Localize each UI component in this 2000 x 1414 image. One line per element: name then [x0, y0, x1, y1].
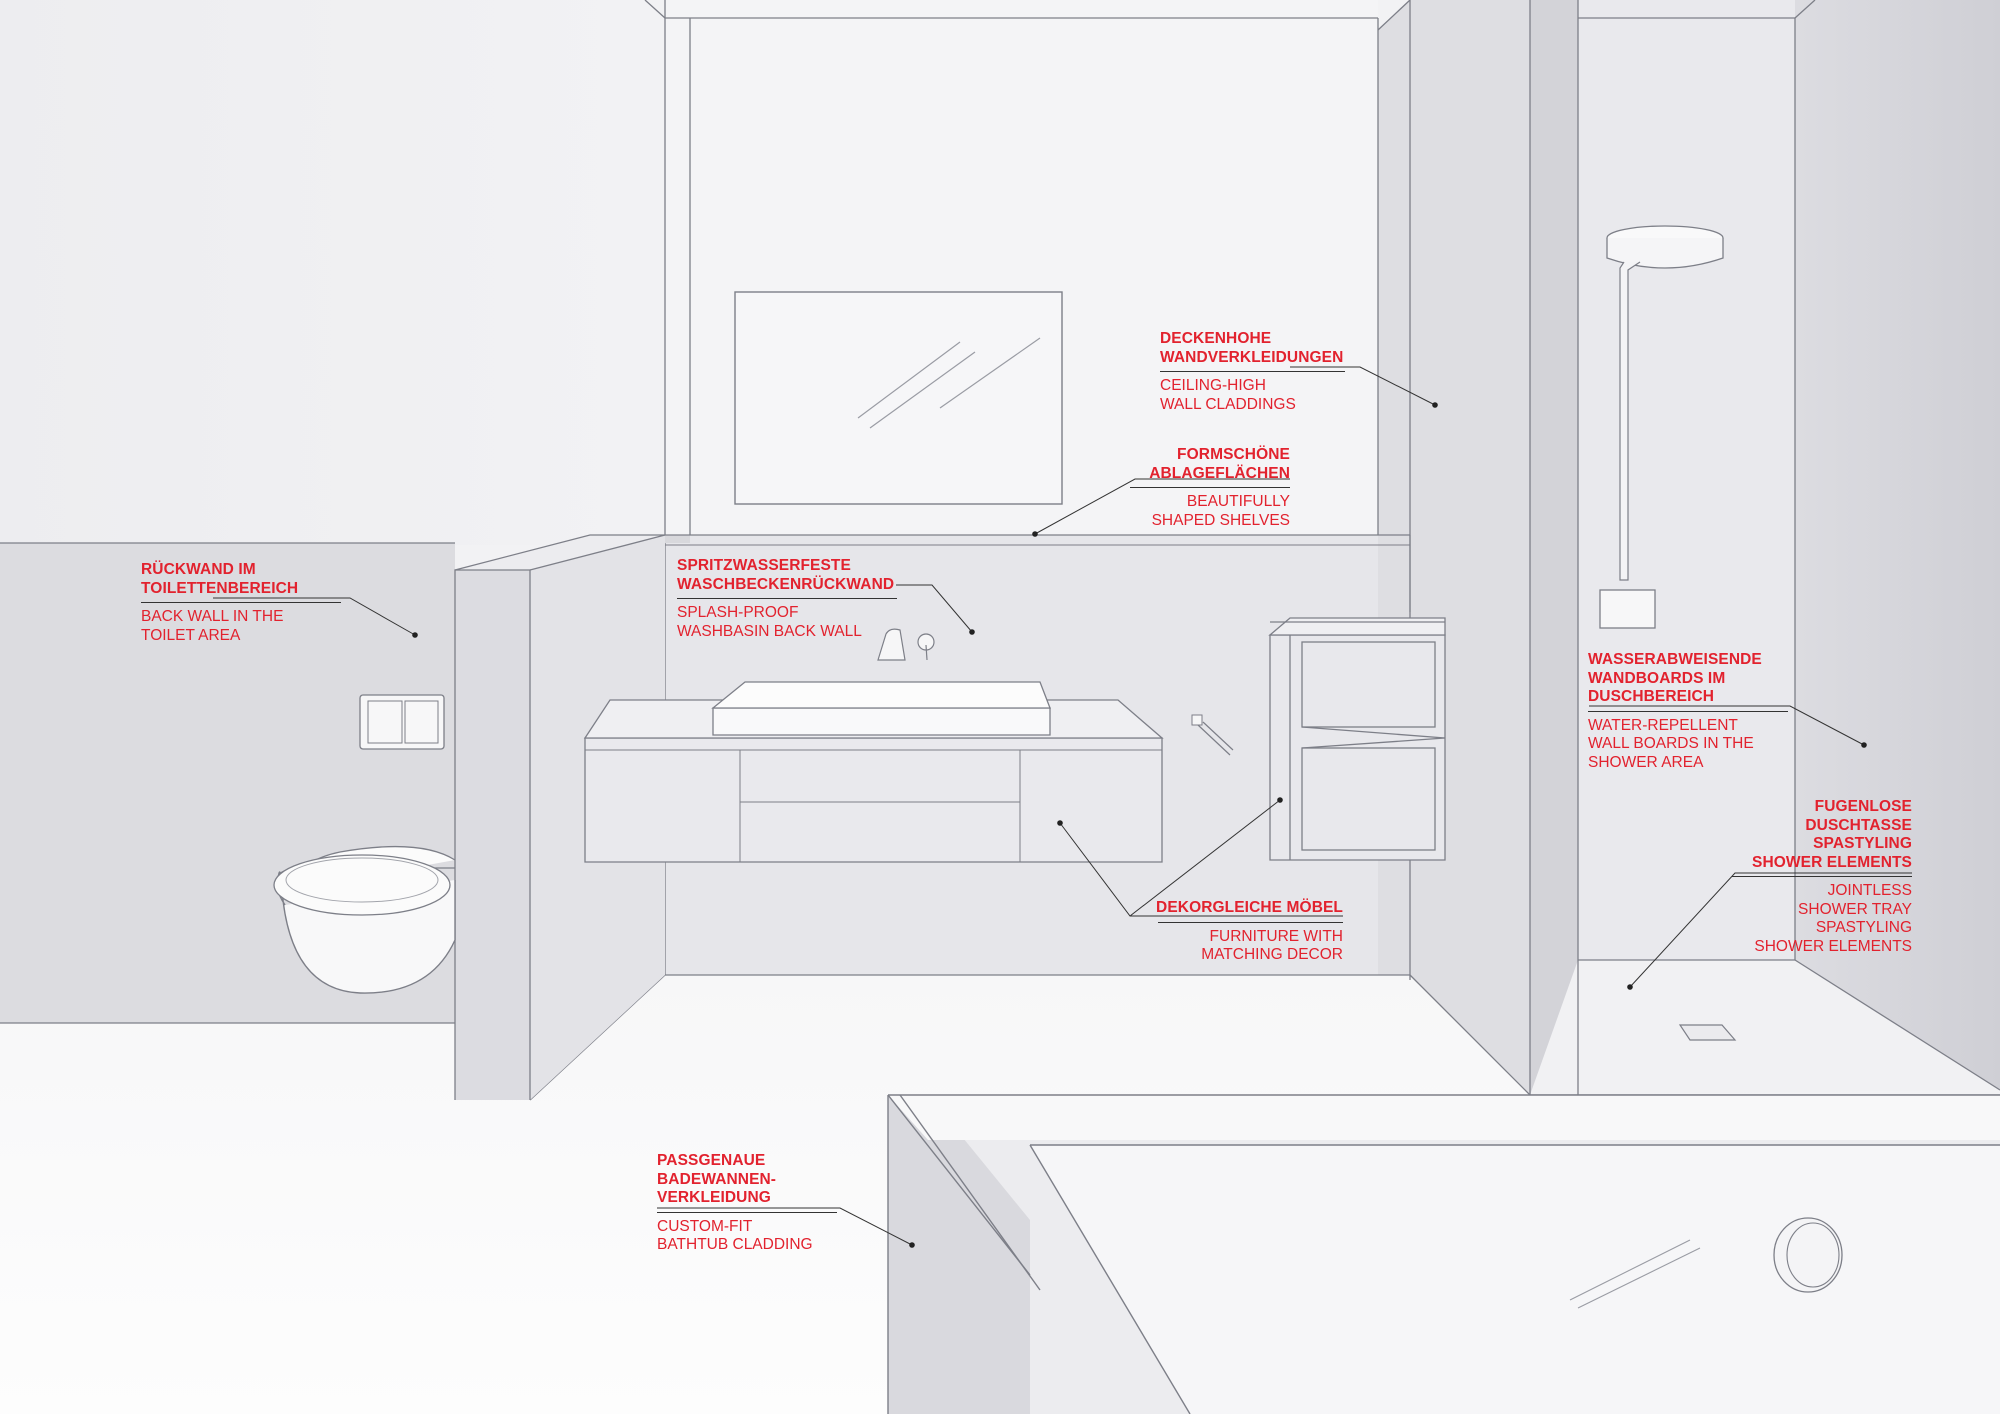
bathtub-drain	[1773, 1217, 1843, 1293]
toilet	[273, 694, 456, 994]
callout-bathtub-en: CUSTOM-FIT BATHTUB CLADDING	[657, 1217, 813, 1254]
callout-bathtub: PASSGENAUE BADEWANNEN- VERKLEIDUNG CUSTO…	[657, 1152, 837, 1255]
shower-drain	[1678, 1024, 1737, 1041]
callout-toilet-wall: RÜCKWAND IM TOILETTENBEREICH BACK WALL I…	[141, 561, 341, 645]
callout-shower-tray-de: FUGENLOSE DUSCHTASSE SPASTYLING SHOWER E…	[1752, 798, 1912, 871]
bathtub	[887, 1094, 2000, 1414]
callout-dots	[412, 402, 1867, 1248]
callout-shower-boards: WASSERABWEISENDE WANDBOARDS IM DUSCHBERE…	[1588, 651, 1788, 772]
callout-furniture-en: FURNITURE WITH MATCHING DECOR	[1201, 927, 1343, 964]
callout-splash-wall-en: SPLASH-PROOF WASHBASIN BACK WALL	[677, 604, 862, 640]
shower-valve	[1599, 589, 1656, 629]
callout-leaders	[213, 366, 1912, 1246]
shower-side-wall	[1530, 0, 1578, 1100]
callout-shelves-en: BEAUTIFULLY SHAPED SHELVES	[1151, 493, 1290, 529]
faucet	[877, 628, 935, 661]
callout-shower-tray-en: JOINTLESS SHOWER TRAY SPASTYLING SHOWER …	[1754, 882, 1912, 955]
callout-ceiling-high: DECKENHOHE WANDVERKLEIDUNGEN CEILING-HIG…	[1160, 330, 1345, 414]
callout-bathtub-de: PASSGENAUE BADEWANNEN- VERKLEIDUNG	[657, 1152, 777, 1206]
callout-shelves: FORMSCHÖNE ABLAGEFLÄCHEN BEAUTIFULLY SHA…	[1110, 446, 1290, 530]
shower-head	[1606, 225, 1724, 581]
callout-shelves-de: FORMSCHÖNE ABLAGEFLÄCHEN	[1149, 446, 1290, 482]
shower-floor	[1530, 960, 2000, 1095]
towel-hook	[1191, 714, 1234, 756]
callout-splash-wall-de: SPRITZWASSERFESTE WASCHBECKENRÜCKWAND	[677, 557, 895, 593]
callout-toilet-wall-de: RÜCKWAND IM TOILETTENBEREICH	[141, 561, 299, 597]
left-wall	[0, 0, 665, 545]
callout-furniture-de: DEKORGLEICHE MÖBEL	[1156, 899, 1343, 916]
callout-shower-boards-en: WATER-REPELLENT WALL BOARDS IN THE SHOWE…	[1588, 716, 1754, 771]
callout-furniture: DEKORGLEICHE MÖBEL FURNITURE WITH MATCHI…	[1130, 899, 1343, 965]
callout-ceiling-high-en: CEILING-HIGH WALL CLADDINGS	[1160, 377, 1296, 413]
callout-shower-tray: FUGENLOSE DUSCHTASSE SPASTYLING SHOWER E…	[1700, 798, 1912, 956]
washbasin	[711, 681, 1051, 736]
shelf-cabinet	[1268, 617, 1446, 861]
callout-shower-boards-de: WASSERABWEISENDE WANDBOARDS IM DUSCHBERE…	[1588, 651, 1762, 705]
mirror	[734, 291, 1063, 505]
callout-toilet-wall-en: BACK WALL IN THE TOILET AREA	[141, 608, 284, 644]
callout-splash-wall: SPRITZWASSERFESTE WASCHBECKENRÜCKWAND SP…	[677, 557, 897, 641]
shower-right-wall	[1795, 0, 2000, 1090]
callout-ceiling-high-de: DECKENHOHE WANDVERKLEIDUNGEN	[1160, 330, 1344, 366]
ceiling-wall-right	[1378, 0, 1530, 1095]
